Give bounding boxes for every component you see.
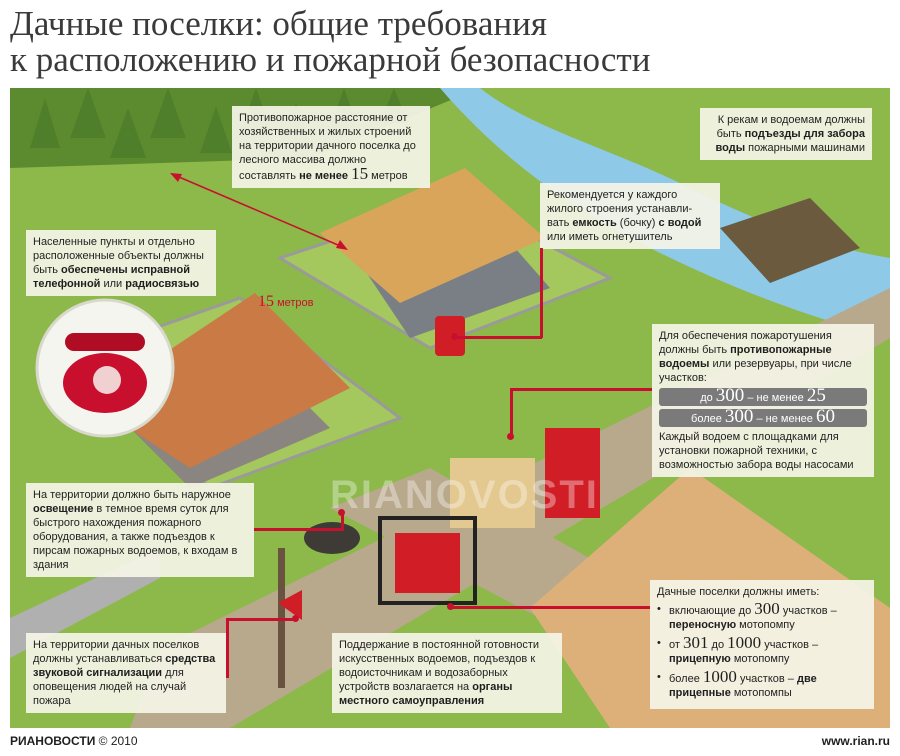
distance-arrow bbox=[170, 173, 348, 250]
pumps-dot bbox=[447, 603, 454, 610]
lighting-dot bbox=[338, 509, 345, 516]
alarm-dot bbox=[292, 615, 299, 622]
pumps-list: включающие до 300 участков – переносную … bbox=[657, 600, 867, 700]
reservoirs-box: Для обеспечения пожаротушения должны быт… bbox=[652, 324, 874, 477]
alarm-box: На территории дачных поселков должны уст… bbox=[26, 633, 226, 713]
barrel-dot bbox=[451, 333, 458, 340]
barrel-connector-h bbox=[454, 336, 542, 339]
alarm-connector-h bbox=[226, 618, 296, 621]
phone-box: Населенные пункты и отдельно расположенн… bbox=[26, 230, 216, 296]
watermark: RIANOVOSTI bbox=[330, 473, 599, 517]
pumps-box: Дачные поселки должны иметь: включающие … bbox=[650, 580, 874, 709]
reservoir-connector-v bbox=[510, 388, 513, 438]
title-line-1: Дачные поселки: общие требования bbox=[10, 4, 547, 43]
lighting-connector-v bbox=[341, 513, 344, 531]
lighting-box: На территории должно быть наружное освещ… bbox=[26, 483, 254, 577]
list-item: включающие до 300 участков – переносную … bbox=[657, 600, 867, 632]
barrel-box: Рекомендуется у каждого жилого строения … bbox=[540, 183, 720, 249]
list-item: от 301 до 1000 участков – прицепную мото… bbox=[657, 634, 867, 666]
lighting-connector bbox=[254, 528, 344, 531]
alarm-connector bbox=[226, 618, 229, 678]
footer: РИАНОВОСТИ © 2010 www.rian.ru bbox=[10, 734, 890, 748]
water-access-box: К рекам и водоемам должны быть подъезды … bbox=[700, 108, 872, 160]
pumps-connector bbox=[450, 606, 650, 609]
forest-distance-box: Противопожарное расстояние от хозяйствен… bbox=[232, 106, 430, 188]
reservoir-rule-1: до 300 – не менее 25 bbox=[659, 386, 867, 406]
barrel-connector bbox=[540, 248, 543, 338]
list-item: более 1000 участков – две прицепные мото… bbox=[657, 668, 867, 700]
reservoir-dot bbox=[507, 433, 514, 440]
reservoir-connector bbox=[510, 388, 652, 391]
illustration-scene: 15 метров RIANOVOSTI Противопожарное рас… bbox=[10, 88, 890, 728]
page-title: Дачные поселки: общие требования к распо… bbox=[10, 6, 890, 78]
distance-label: 15 метров bbox=[258, 293, 314, 310]
pumps-heading: Дачные поселки должны иметь: bbox=[657, 586, 820, 598]
footer-brand: РИАНОВОСТИ bbox=[10, 734, 96, 748]
maintenance-box: Поддержание в постоянной готовности иску… bbox=[332, 633, 562, 713]
title-line-2: к расположению и пожарной безопасности bbox=[10, 40, 651, 79]
footer-copyright: © 2010 bbox=[95, 734, 138, 748]
footer-site-link[interactable]: www.rian.ru bbox=[821, 734, 890, 748]
reservoir-rule-2: более 300 – не менее 60 bbox=[659, 407, 867, 427]
